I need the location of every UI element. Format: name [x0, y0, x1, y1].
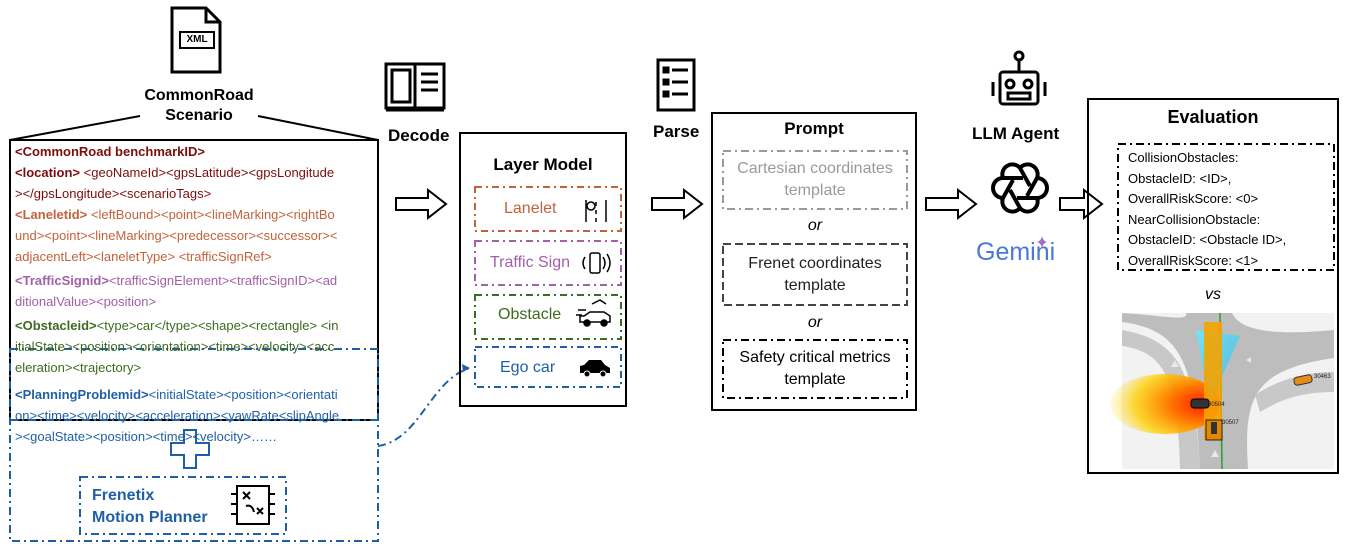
- eval-line: NearCollisionObstacle:: [1128, 211, 1261, 227]
- gemini-logo-text: Gemini: [976, 238, 1056, 266]
- step-decode-label: Decode: [388, 126, 450, 145]
- planner-to-ego-connector: [377, 367, 471, 447]
- xml-obstacle-tag: <Obstacleid>: [15, 318, 97, 333]
- evaluation-output-text: CollisionObstacles: ObstacleID: <ID>, Ov…: [1128, 148, 1286, 271]
- or-label-2: or: [807, 314, 823, 331]
- template-frenet-line1: Frenet coordinates: [748, 255, 882, 272]
- eval-line: OverallRiskScore: <0>: [1128, 191, 1259, 206]
- list-icon: [656, 58, 696, 112]
- plus-icon: [170, 429, 210, 469]
- layer-obstacle-label: Obstacle: [498, 306, 562, 323]
- robot-icon: [991, 50, 1047, 106]
- scenario-title-line1: CommonRoad: [144, 87, 254, 104]
- xml-header-line: <CommonRoad benchmarkID>: [15, 144, 205, 159]
- scene-label: 30463: [1314, 374, 1331, 380]
- openai-logo-icon: [991, 162, 1049, 214]
- obstacle-icon: [576, 299, 611, 327]
- template-frenet: Frenet coordinates template: [720, 253, 910, 297]
- xml-obstacle-line3: eleration><trajectory>: [15, 360, 142, 375]
- xml-planning-line3: ><goalState><position><time><velocity>……: [15, 429, 277, 444]
- xml-lanelet-line: <Laneletid> <leftBound><point><lineMarki…: [15, 204, 375, 225]
- ego-car-icon: [580, 360, 610, 378]
- template-frenet-box: [722, 243, 908, 306]
- eval-line: ObstacleID: <Obstacle ID>,: [1128, 232, 1287, 247]
- layer-lanelet-label: Lanelet: [504, 200, 557, 217]
- gemini-sparkle-icon: [1037, 236, 1047, 248]
- xml-lanelet-line2: und><point><lineMarking><predecessor><su…: [15, 228, 338, 243]
- funnel-right-line: [257, 115, 379, 141]
- xml-planning-line: <PlanningProblemid><initialState><positi…: [15, 384, 375, 405]
- eval-line: OverallRiskScore: <1>: [1128, 252, 1259, 268]
- arrow-llm: [1059, 187, 1104, 221]
- xml-lanelet-line3: adjacentLeft><laneletType> <trafficSignR…: [15, 249, 272, 264]
- book-icon: [384, 62, 446, 112]
- scenario-title-line2: Scenario: [165, 107, 233, 124]
- step-parse-label: Parse: [653, 122, 700, 141]
- evaluation-title: Evaluation: [1167, 107, 1259, 127]
- xml-file-icon: [170, 6, 222, 74]
- vs-label: vs: [1205, 286, 1221, 303]
- arrow-decode: [395, 187, 448, 221]
- template-frenet-line2: template: [784, 277, 846, 294]
- scenario-title: CommonRoad Scenario: [120, 86, 278, 126]
- xml-location-line2: ></gpsLongitude><scenarioTags>: [15, 186, 212, 201]
- scenario-xml-content: <CommonRoad benchmarkID> <location> <geo…: [15, 141, 375, 447]
- layer-obstacle-box: [474, 294, 622, 340]
- layer-ego-label: Ego car: [500, 359, 556, 376]
- funnel-left-line: [9, 115, 141, 141]
- xml-location-line: <location> <geoNameId><gpsLatitude><gpsL…: [15, 162, 375, 183]
- template-cartesian-box: [722, 150, 908, 210]
- xml-traffic-sign-tag: <TrafficSignid>: [15, 273, 109, 288]
- scene-label: 30504: [1208, 402, 1225, 408]
- evaluation-box: [1087, 98, 1339, 474]
- evaluation-output-box: [1117, 143, 1335, 271]
- arrow-prompt: [925, 187, 978, 221]
- scenario-scene-image: [1110, 312, 1334, 470]
- xml-traffic-sign-line2: ditionalValue><position>: [15, 294, 157, 309]
- xml-traffic-sign-line: <TrafficSignid><trafficSignElement><traf…: [15, 270, 375, 291]
- xml-file-icon-label: XML: [186, 34, 208, 45]
- prompt-box: [711, 112, 917, 411]
- template-safety-box: [722, 339, 908, 399]
- or-label-1: or: [807, 217, 823, 234]
- traffic-sign-icon: [582, 252, 611, 274]
- layer-traffic-sign-label: Traffic Sign: [490, 254, 571, 271]
- layer-ego-box: [474, 346, 622, 388]
- xml-planning-tag: <PlanningProblemid>: [15, 387, 149, 402]
- planner-label: Frenetix Motion Planner: [92, 485, 208, 529]
- planner-label-line1: Frenetix: [92, 487, 155, 504]
- xml-planning-line2: on><time><velocity><acceleration><yawRat…: [15, 408, 340, 423]
- layer-lanelet-box: [474, 186, 622, 232]
- eval-line: CollisionObstacles:: [1128, 150, 1239, 165]
- xml-location-tag: <location>: [15, 165, 81, 180]
- xml-obstacle-line2: itialState><position><orientation><time>…: [15, 339, 335, 354]
- xml-traffic-sign-rest: <trafficSignElement><trafficSignID><ad: [108, 273, 338, 288]
- scene-label: 30507: [1222, 420, 1239, 426]
- step-llm-agent-label: LLM Agent: [972, 124, 1060, 143]
- template-safety-line1: Safety critical metrics: [739, 349, 891, 366]
- layer-model-box: [459, 132, 627, 407]
- xml-obstacle-line: <Obstacleid><type>car</type><shape><rect…: [15, 315, 375, 336]
- template-safety-line2: template: [784, 371, 846, 388]
- layer-traffic-sign-box: [474, 240, 622, 286]
- template-cartesian: Cartesian coordinates template: [720, 158, 910, 202]
- xml-lanelet-tag: <Laneletid>: [15, 207, 88, 222]
- eval-line: ObstacleID: <ID>,: [1128, 170, 1232, 186]
- planner-label-line2: Motion Planner: [92, 509, 208, 526]
- planner-chip-icon: [231, 485, 275, 525]
- xml-planning-rest: <initialState><position><orientati: [148, 387, 338, 402]
- template-cartesian-line1: Cartesian coordinates: [737, 160, 893, 177]
- template-cartesian-line2: template: [784, 182, 846, 199]
- arrow-parse: [651, 187, 704, 221]
- lanelet-icon: [585, 200, 607, 222]
- prompt-title: Prompt: [784, 119, 844, 138]
- template-safety: Safety critical metrics template: [720, 347, 910, 391]
- xml-lanelet-rest: <leftBound><point><lineMarking><rightBo: [87, 207, 335, 222]
- planner-box: [79, 476, 287, 535]
- xml-obstacle-rest: <type>car</type><shape><rectangle> <in: [96, 318, 339, 333]
- layer-model-title: Layer Model: [493, 155, 593, 174]
- xml-location-rest: <geoNameId><gpsLatitude><gpsLongitude: [80, 165, 335, 180]
